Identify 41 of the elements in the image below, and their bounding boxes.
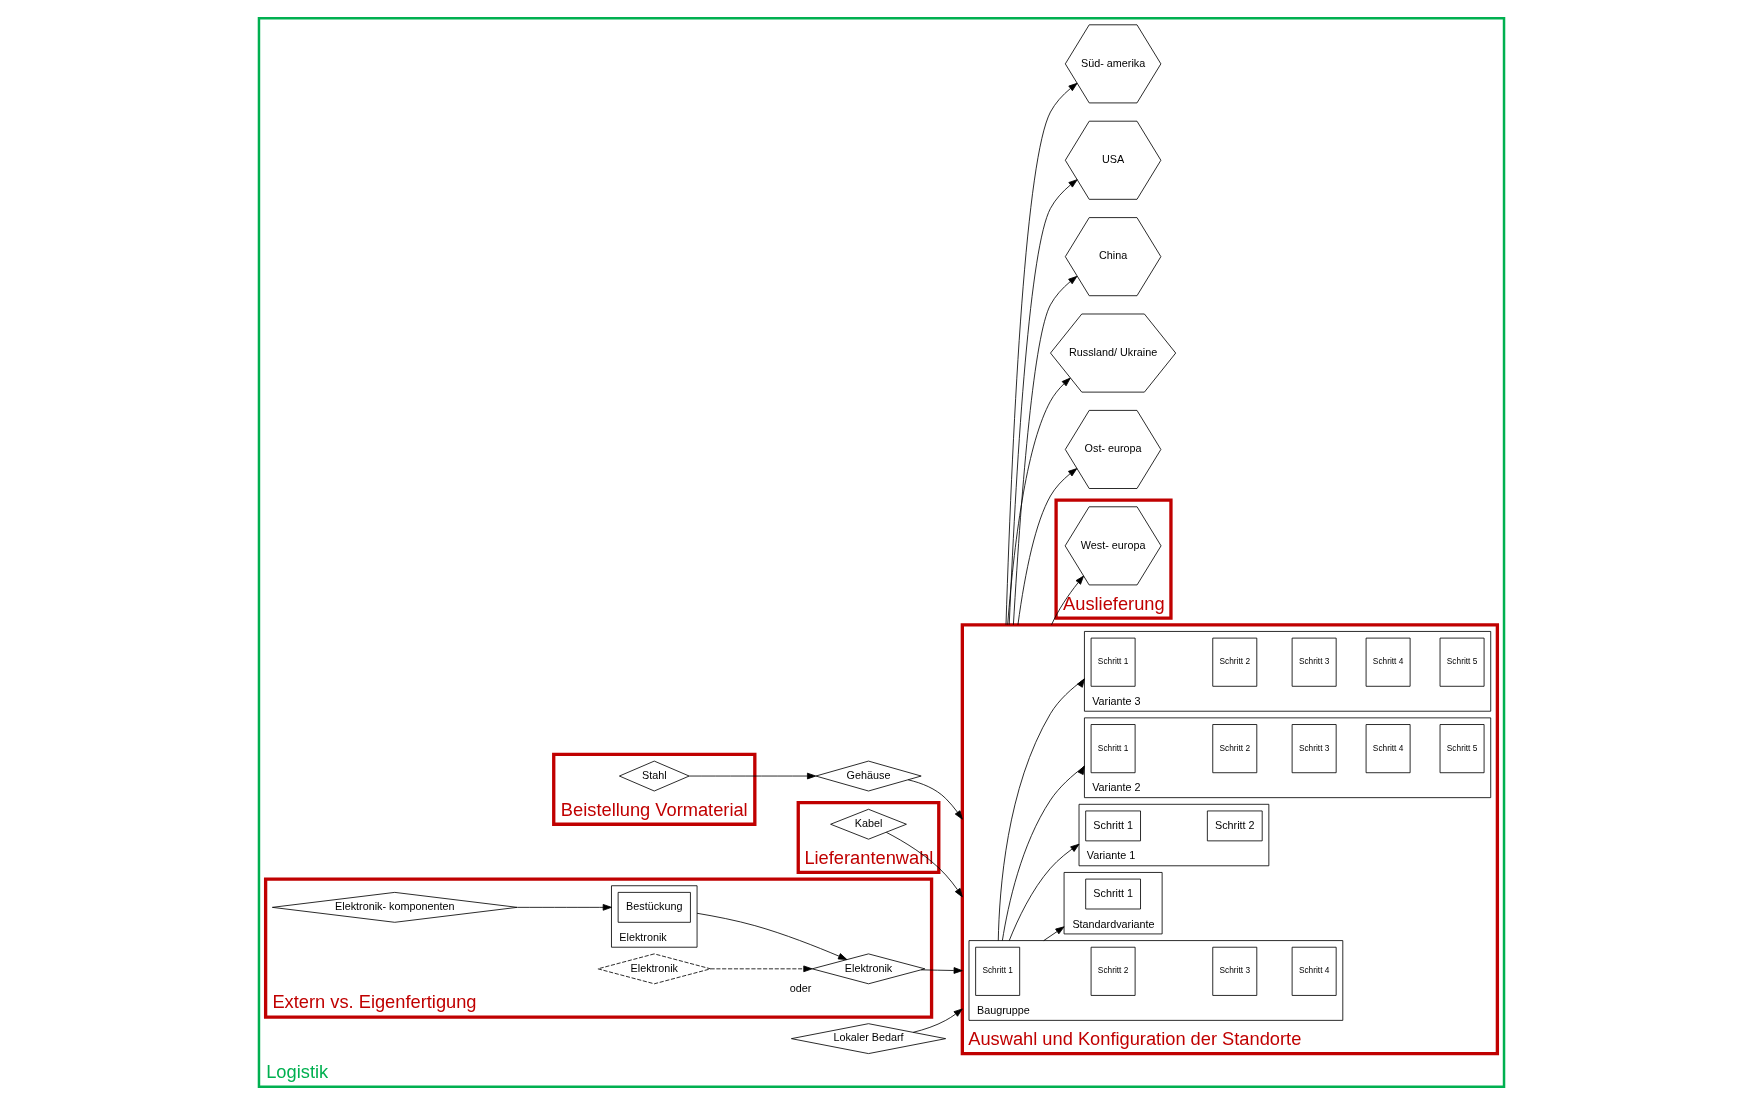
arrow xyxy=(920,967,963,974)
node-box: Schritt 5 xyxy=(1439,637,1484,687)
arrow xyxy=(1008,843,1079,941)
node-label: oder xyxy=(789,982,811,995)
node-box: Schritt 1 xyxy=(1090,724,1136,774)
node-box: Bestückung xyxy=(617,891,691,923)
node-box: Schritt 3 xyxy=(1291,724,1337,774)
node-box: Schritt 2 xyxy=(1211,724,1257,774)
node-box: Schritt 4 xyxy=(1365,724,1411,774)
node-diamond: Kabel xyxy=(829,808,907,840)
node-box: Schritt 1 xyxy=(1084,878,1141,910)
arrow xyxy=(696,912,847,960)
node-box: Schritt 2 xyxy=(1211,637,1257,687)
arrow xyxy=(1042,926,1064,941)
arrow xyxy=(688,772,816,780)
node-box: Schritt 4 xyxy=(1291,946,1337,996)
node-diamond: Elektronik- komponenten xyxy=(271,891,518,923)
arrow xyxy=(709,965,812,973)
node-diamond: Elektronik xyxy=(597,953,711,985)
arrow xyxy=(1012,275,1077,626)
arrow xyxy=(1001,765,1085,941)
node-box: Schritt 1 xyxy=(1090,637,1136,687)
node-box: Schritt 4 xyxy=(1365,637,1411,687)
node-box: Schritt 1 xyxy=(974,946,1020,996)
node-box: Schritt 5 xyxy=(1439,724,1484,774)
node-box: Schritt 2 xyxy=(1206,810,1263,842)
arrow xyxy=(1005,82,1078,626)
arrow xyxy=(1017,468,1077,626)
node-box: Schritt 1 xyxy=(1084,810,1141,842)
node-box: Schritt 3 xyxy=(1211,946,1257,996)
arrow xyxy=(1008,179,1078,626)
node-box: Schritt 2 xyxy=(1090,946,1136,996)
node-diamond: Gehäuse xyxy=(814,760,922,792)
arrow xyxy=(516,904,612,911)
arrow xyxy=(997,678,1085,941)
arrow xyxy=(885,831,963,898)
arrow xyxy=(1050,575,1084,626)
node-box: Schritt 3 xyxy=(1291,637,1337,687)
node-diamond: Lokaler Bedarf xyxy=(790,1023,946,1054)
arrow xyxy=(1006,377,1071,626)
node-diamond: Stahl xyxy=(618,760,690,792)
